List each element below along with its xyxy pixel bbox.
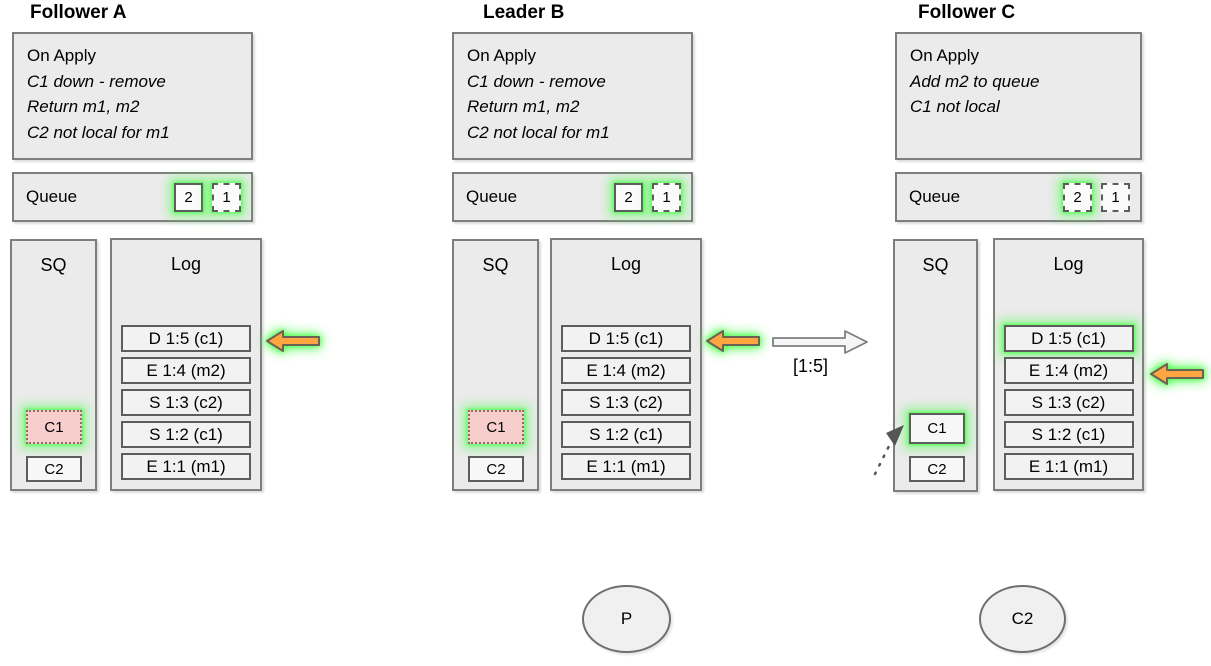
queue-item-1: 1 [212,182,241,212]
queue-label: Queue [26,187,78,206]
log-entry: S 1:3 (c2) [1003,389,1134,416]
log-entry: E 1:4 (m2) [1003,357,1134,384]
apply-line: C1 down - remove [27,71,166,91]
log-box-leader-b: Log D 1:5 (c1) E 1:4 (m2) S 1:3 (c2) S 1… [550,238,702,491]
log-label: Log [610,254,642,274]
column-title-follower-a: Follower A [30,2,127,23]
apply-line: Add m2 to queue [910,71,1040,91]
apply-header: On Apply [467,46,536,65]
log-entry: S 1:3 (c2) [561,389,691,416]
sq-item-c2: C2 [909,456,965,482]
log-entry: S 1:3 (c2) [121,389,251,416]
queue-label: Queue [909,187,961,206]
log-entry: E 1:4 (m2) [561,357,691,384]
log-entry: S 1:2 (c1) [121,421,251,448]
queue-item-1: 1 [652,182,681,212]
apply-box-leader-b: On Apply C1 down - remove Return m1, m2 … [452,32,693,160]
orange-left-arrow-icon [266,330,320,352]
queue-label: Queue [466,187,518,206]
producer-ellipse: P [582,585,671,653]
sq-label: SQ [922,255,949,275]
orange-left-arrow-icon [1150,363,1204,385]
apply-line: C2 not local for m1 [467,122,610,142]
queue-box-follower-c: Queue 2 1 [895,172,1142,222]
log-label: Log [170,254,202,274]
log-entry: E 1:1 (m1) [561,453,691,480]
log-box-follower-c: Log D 1:5 (c1) E 1:4 (m2) S 1:3 (c2) S 1… [993,238,1144,491]
log-entry: E 1:1 (m1) [1003,453,1134,480]
sq-label: SQ [40,255,67,275]
log-entry: D 1:5 (c1) [121,325,251,352]
replication-right-arrow-icon [772,330,868,354]
apply-box-follower-a: On Apply C1 down - remove Return m1, m2 … [12,32,253,160]
dotted-incoming-arrow-icon [873,425,904,476]
sq-item-c1: C1 [26,410,82,444]
sq-item-c1: C1 [909,413,965,444]
log-entry: D 1:5 (c1) [1003,325,1134,352]
consumer-c2-ellipse: C2 [979,585,1066,653]
queue-box-follower-a: Queue 2 1 [12,172,253,222]
apply-line: Return m1, m2 [27,97,140,116]
log-label: Log [1053,254,1084,274]
sq-item-c1: C1 [468,410,524,444]
consumer-c2-label: C2 [1011,609,1034,628]
queue-item-1: 1 [1101,182,1130,212]
queue-box-leader-b: Queue 2 1 [452,172,693,222]
sq-label: SQ [482,255,509,275]
queue-item-2: 2 [614,182,643,212]
sq-item-c2: C2 [468,456,524,482]
apply-header: On Apply [910,46,979,65]
apply-header: On Apply [27,46,96,65]
sq-box-leader-b: SQ C1 C2 [452,239,539,491]
column-title-leader-b: Leader B [483,2,565,23]
apply-line: C2 not local for m1 [27,122,170,142]
column-title-follower-c: Follower C [918,2,1016,23]
apply-box-follower-c: On Apply Add m2 to queue C1 not local [895,32,1142,160]
sq-box-follower-c: SQ C1 C2 [893,239,978,492]
queue-item-2: 2 [1063,182,1092,212]
log-entry: S 1:2 (c1) [1003,421,1134,448]
log-entry: E 1:1 (m1) [121,453,251,480]
apply-line: C1 not local [910,97,1000,116]
log-entry: E 1:4 (m2) [121,357,251,384]
orange-left-arrow-icon [706,330,760,352]
producer-label: P [620,609,633,628]
apply-line: Return m1, m2 [467,97,580,116]
log-entry: D 1:5 (c1) [561,325,691,352]
log-entry: S 1:2 (c1) [561,421,691,448]
apply-line: C1 down - remove [467,71,606,91]
replication-range-label: [1:5] [792,356,829,376]
queue-item-2: 2 [174,182,203,212]
log-box-follower-a: Log D 1:5 (c1) E 1:4 (m2) S 1:3 (c2) S 1… [110,238,262,491]
sq-item-c2: C2 [26,456,82,482]
sq-box-follower-a: SQ C1 C2 [10,239,97,491]
